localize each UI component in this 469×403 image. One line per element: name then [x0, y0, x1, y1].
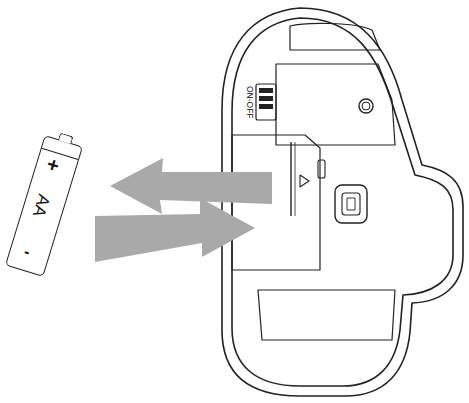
battery: + AA -	[5, 135, 83, 277]
cover-latch	[318, 160, 325, 178]
battery-size: AA	[30, 192, 53, 219]
optical-sensor	[335, 185, 367, 223]
battery-terminal	[58, 133, 74, 145]
screw-hole-inner	[362, 102, 370, 110]
cover-slot-edge	[295, 142, 296, 216]
power-switch	[256, 84, 276, 120]
positive-sign: +	[45, 153, 62, 176]
sensor-lens	[342, 193, 360, 215]
switch-label: ON-OFF	[245, 86, 254, 119]
switch-ridge	[259, 96, 273, 101]
switch-ridge	[259, 104, 273, 109]
screw-hole	[359, 99, 373, 113]
bottom-pad	[258, 290, 395, 340]
top-pad	[290, 23, 380, 50]
slide-arrow	[300, 175, 309, 187]
remove-arrow	[110, 158, 272, 214]
sensor-eye	[347, 198, 355, 210]
insert-arrow	[95, 198, 255, 262]
cover-slot	[290, 142, 291, 216]
switch-ridge	[259, 88, 273, 93]
upper-cover	[276, 64, 395, 145]
negative-sign: -	[22, 243, 32, 260]
